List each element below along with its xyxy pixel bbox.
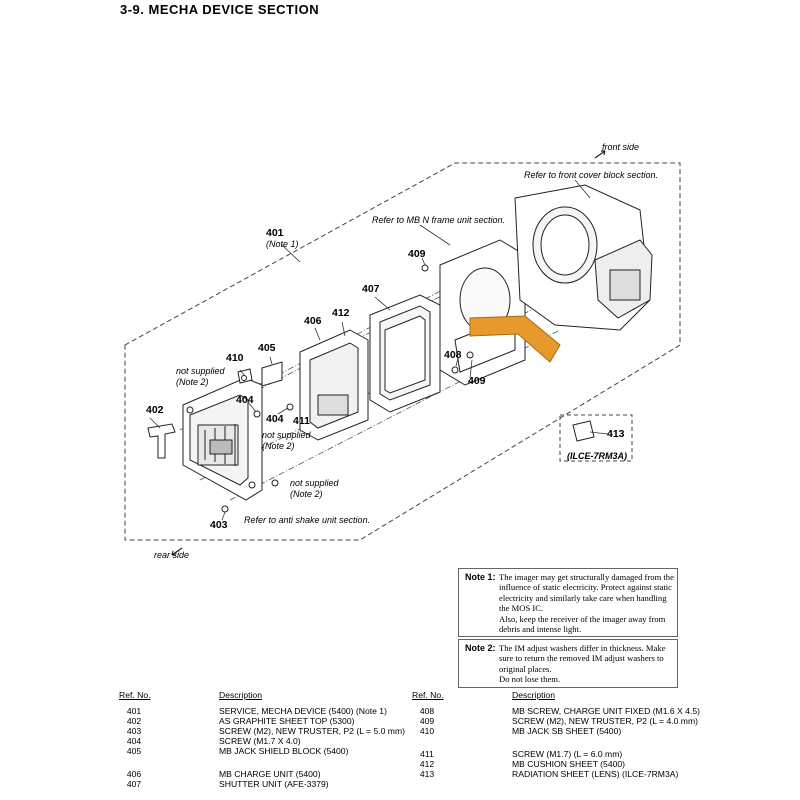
screws xyxy=(221,264,474,513)
ref-no: 408 xyxy=(419,706,435,716)
radiation-sheet xyxy=(572,420,595,442)
mb-n-frame xyxy=(439,239,526,386)
section-title: 3-9. MECHA DEVICE SECTION xyxy=(120,2,320,17)
part-408-label: 408 xyxy=(444,349,462,361)
description: MB CHARGE UNIT (5400) xyxy=(219,769,321,779)
note-2-box: Note 2: The IM adjust washers differ in … xyxy=(458,639,678,688)
part-409-label-top: 409 xyxy=(408,248,426,260)
note-2-body: The IM adjust washers differ in thicknes… xyxy=(499,643,671,685)
note2-ref-label-1: (Note 2) xyxy=(176,377,209,387)
description: RADIATION SHEET (LENS) (ILCE-7RM3A) xyxy=(512,769,679,779)
note-1-line: electricity and similarly take care when… xyxy=(499,592,667,603)
description: MB SCREW, CHARGE UNIT FIXED (M1.6 X 4.5) xyxy=(512,706,700,716)
note1-ref-label: (Note 1) xyxy=(266,239,299,249)
shutter-unit xyxy=(369,294,441,413)
description: SHUTTER UNIT (AFE-3379) xyxy=(219,779,329,789)
assembly-dashed-outline xyxy=(124,162,681,541)
description: MB CUSHION SHEET (5400) xyxy=(512,759,626,769)
note-2-line: The IM adjust washers differ in thicknes… xyxy=(499,643,666,653)
note-1-head: Note 1: xyxy=(465,572,496,582)
not-supplied-label-3: not supplied xyxy=(290,478,339,488)
ref-no: 407 xyxy=(126,779,142,789)
charge-unit xyxy=(299,329,369,441)
part-401-label: 401 xyxy=(266,227,284,239)
ref-front-cover-label: Refer to front cover block section. xyxy=(524,170,659,180)
ref-no: 412 xyxy=(419,759,435,769)
note-2-line: sure to return the removed IM adjust was… xyxy=(499,653,664,664)
part-402-label: 402 xyxy=(146,404,164,416)
front-side-arrow xyxy=(594,150,606,159)
not-supplied-label-1: not supplied xyxy=(176,366,225,376)
ref-no: 409 xyxy=(419,716,435,726)
ref-no-header: Ref. No. xyxy=(119,690,151,700)
model-label: (ILCE-7RM3A) xyxy=(567,451,627,461)
description-header: Description xyxy=(512,690,555,700)
part-411-label: 411 xyxy=(293,415,310,427)
note-1-line: debris and intense light. xyxy=(499,624,582,635)
part-409-label-bottom: 409 xyxy=(468,375,486,387)
description: AS GRAPHITE SHEET TOP (5300) xyxy=(219,716,355,726)
description: SERVICE, MECHA DEVICE (5400) (Note 1) xyxy=(219,706,387,716)
parts-table-right: Ref. No. Description 408 MB SCREW, CHARGE… xyxy=(412,690,700,795)
note-1-line: the MOS IC. xyxy=(499,603,544,614)
note-1-line: The imager may get structurally damaged … xyxy=(499,572,674,582)
leader-lines xyxy=(149,179,609,521)
part-412-label: 412 xyxy=(332,307,350,319)
part-404-label-a: 404 xyxy=(236,394,254,406)
note-1-body: The imager may get structurally damaged … xyxy=(499,572,674,635)
ref-no: 401 xyxy=(126,706,142,716)
front-cover-block xyxy=(514,184,653,331)
part-403-label: 403 xyxy=(210,519,228,531)
description-header: Description xyxy=(219,690,262,700)
note-1-box: Note 1: The imager may get structurally … xyxy=(458,568,678,637)
ref-no: 404 xyxy=(126,736,142,746)
ref-no: 413 xyxy=(419,769,435,779)
ref-mb-n-frame-label: Refer to MB N frame unit section. xyxy=(372,215,506,225)
rear-side-arrow xyxy=(171,547,183,556)
ref-anti-shake-label: Refer to anti shake unit section. xyxy=(244,515,371,525)
ref-no: 405 xyxy=(126,746,142,756)
ref-no: 403 xyxy=(126,726,142,736)
rear-side-label: rear side xyxy=(154,550,190,560)
ref-no: 411 xyxy=(420,749,434,759)
front-side-label: front side xyxy=(602,142,640,152)
ref-no: 410 xyxy=(419,726,435,736)
part-407-label: 407 xyxy=(362,283,380,295)
part-405-label: 405 xyxy=(258,342,276,354)
not-supplied-label-2: not supplied xyxy=(262,430,311,440)
part-413-label: 413 xyxy=(607,428,625,440)
note-1-line: Also, keep the receiver of the imager aw… xyxy=(499,613,666,624)
parts-table-left: Ref. No. Description 401 SERVICE, MECHA D… xyxy=(119,690,409,795)
description: MB JACK SB SHEET (5400) xyxy=(512,726,622,736)
description: SCREW (M2), NEW TRUSTER, P2 (L = 4.0 mm) xyxy=(512,716,698,726)
part-406-label: 406 xyxy=(304,315,322,327)
description: SCREW (M1.7) (L = 6.0 mm) xyxy=(512,749,623,759)
description: MB JACK SHIELD BLOCK (5400) xyxy=(219,746,349,756)
part-404-label-b: 404 xyxy=(266,413,284,425)
note-2-line: Do not lose them. xyxy=(499,674,561,685)
note-1-line: influence of static electricity. Protect… xyxy=(499,582,672,593)
ref-no: 406 xyxy=(126,769,142,779)
note2-ref-label-2: (Note 2) xyxy=(262,441,295,451)
model-dashed-box xyxy=(559,414,633,462)
flex-cable xyxy=(469,315,561,363)
note-2-head: Note 2: xyxy=(465,643,496,653)
ref-no: 402 xyxy=(126,716,142,726)
note2-ref-label-3: (Note 2) xyxy=(290,489,323,499)
part-410-label: 410 xyxy=(226,352,244,364)
note-2-line: original places. xyxy=(499,663,552,674)
ref-no-header: Ref. No. xyxy=(412,690,444,700)
description: SCREW (M1.7 X 4.0) xyxy=(219,736,301,746)
graphite-sheet xyxy=(147,423,176,459)
description: SCREW (M2), NEW TRUSTER, P2 (L = 5.0 mm) xyxy=(219,726,405,736)
anti-shake-unit xyxy=(182,377,263,501)
